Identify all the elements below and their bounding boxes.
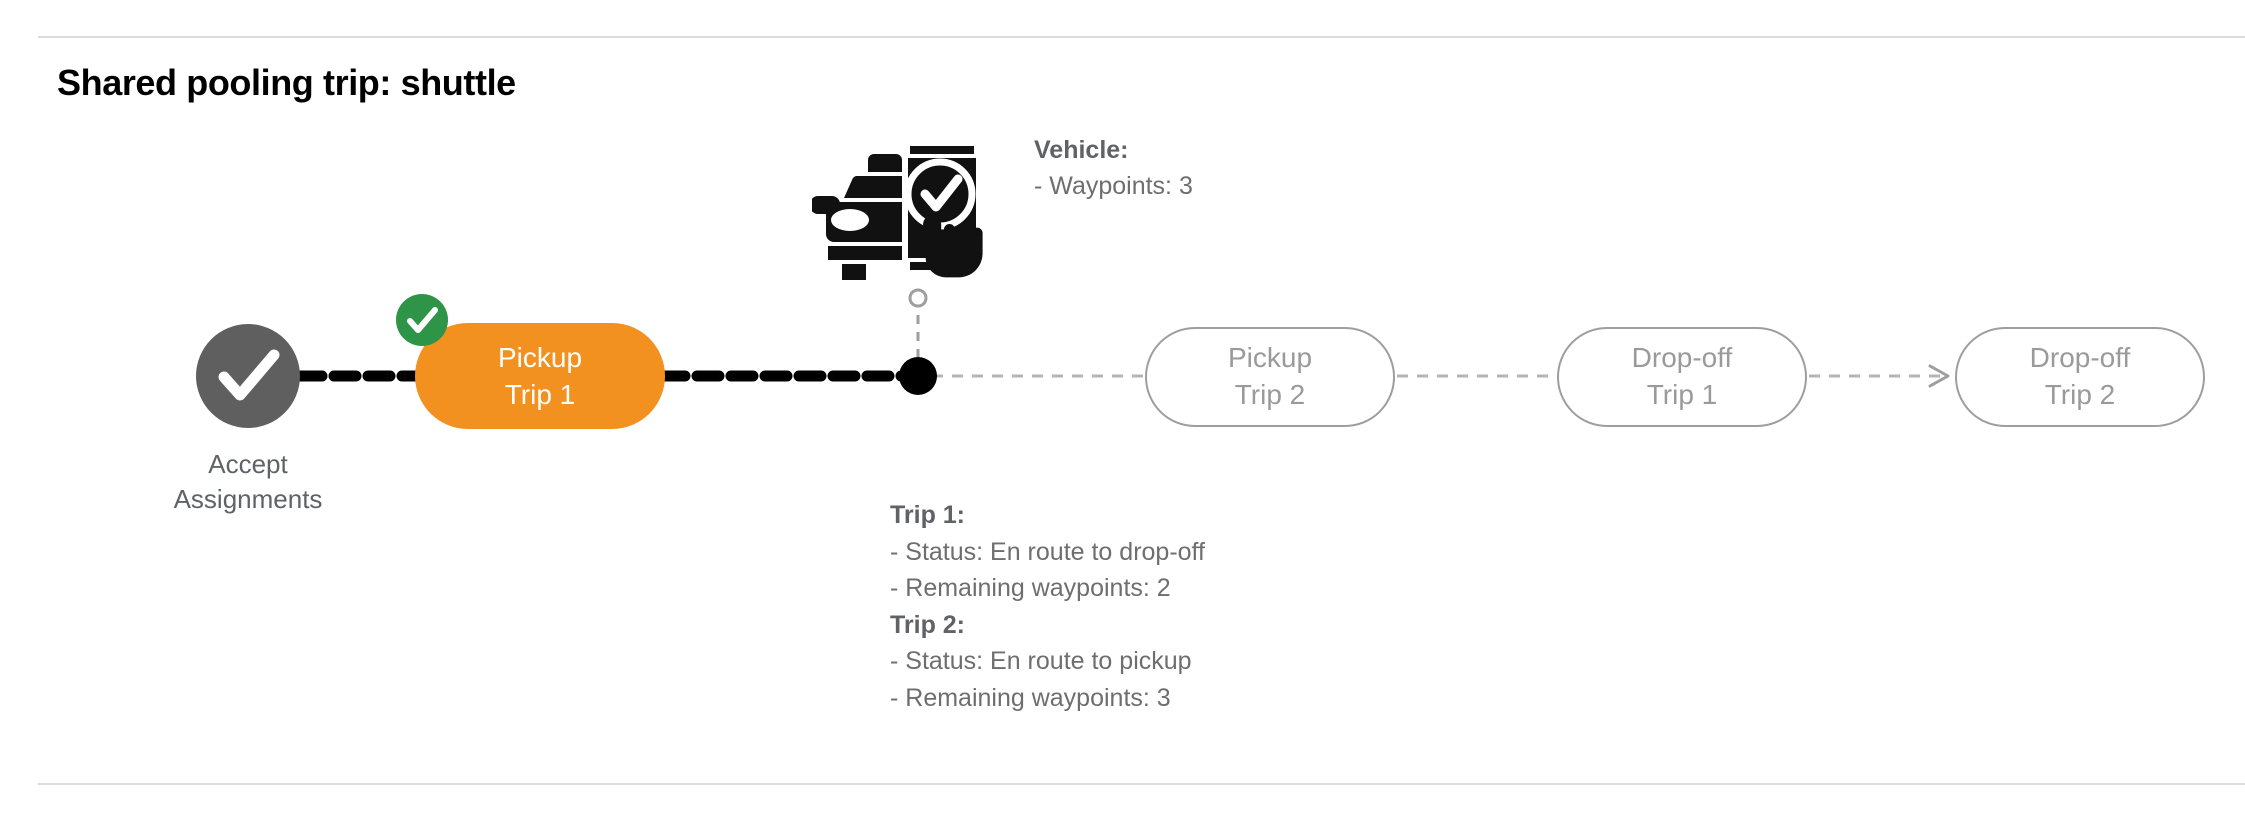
trip-2-heading: Trip 2: [890, 610, 966, 639]
step-line1: Drop-off [2029, 342, 2131, 374]
step-line2: Trip 2 [1234, 379, 1306, 410]
check-circle-icon [218, 349, 280, 401]
step-dropoff-trip-1[interactable]: Drop-off Trip 1 [1557, 327, 1807, 427]
trip-2-status: - Status: En route to pickup [890, 647, 1192, 675]
trip-details-block: Trip 1: - Status: En route to drop-off -… [890, 497, 1205, 716]
trip-2-remaining: - Remaining waypoints: 3 [890, 683, 1171, 712]
vehicle-info-block: Vehicle: - Waypoints: 3 [1034, 132, 1193, 205]
trip-1-remaining: - Remaining waypoints: 2 [890, 574, 1171, 602]
bottom-divider [38, 783, 2245, 785]
active-step-line1: Pickup [497, 341, 583, 373]
accept-label-line2: Assignments [173, 483, 323, 514]
step-line1: Pickup [1227, 342, 1313, 374]
step-line2: Trip 1 [1646, 379, 1718, 410]
accept-label-line1: Accept [208, 449, 288, 479]
step-line1: Drop-off [1631, 342, 1733, 374]
page-title: Shared pooling trip: shuttle [57, 62, 516, 103]
step-pickup-trip-2[interactable]: Pickup Trip 2 [1145, 327, 1395, 427]
top-divider [38, 36, 2245, 38]
vehicle-heading: Vehicle: [1034, 136, 1129, 164]
car-phone-check-icon [812, 118, 988, 282]
step-line2: Trip 2 [2044, 379, 2116, 410]
trip-1-heading: Trip 1: [890, 501, 966, 529]
accept-assignments-label: Accept Assignments [110, 447, 386, 516]
step-dropoff-trip-2[interactable]: Drop-off Trip 2 [1955, 327, 2205, 427]
green-check-badge-icon [396, 294, 448, 346]
active-step-pickup-trip-1[interactable]: Pickup Trip 1 [415, 323, 665, 429]
trip-1-status: - Status: En route to drop-off [890, 537, 1205, 566]
active-step-line2: Trip 1 [504, 379, 576, 410]
vehicle-waypoints: - Waypoints: 3 [1034, 172, 1193, 201]
accept-assignments-node[interactable] [196, 324, 300, 428]
